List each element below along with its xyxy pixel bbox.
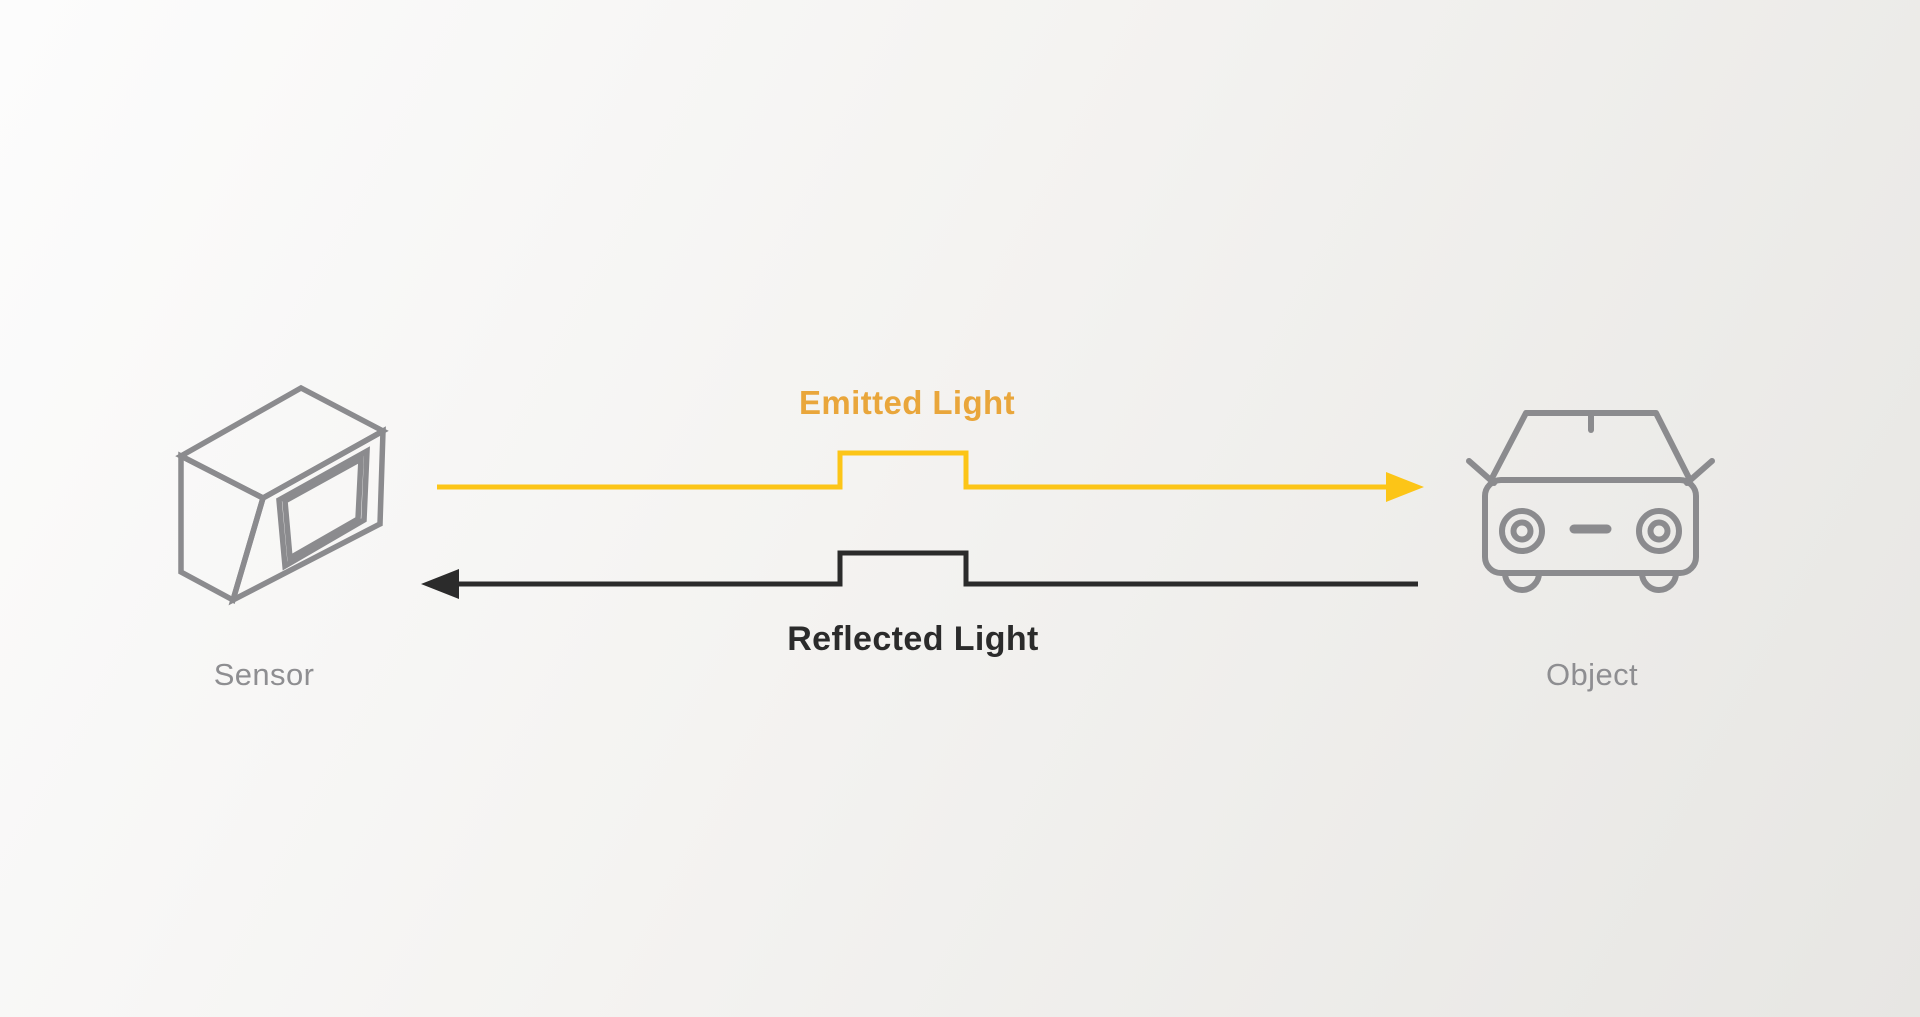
- sensor-left-face: [178, 451, 267, 605]
- sensor-front-face: [228, 426, 386, 606]
- lidar-sensor-box-icon: [175, 384, 389, 606]
- emitted-light-arrow: [437, 450, 1424, 502]
- car-right-mirror: [1684, 458, 1715, 486]
- object-label: Object: [1546, 657, 1638, 692]
- car-right-headlight: [1636, 508, 1682, 554]
- sensor-lens-window-outer: [276, 446, 370, 571]
- car-body: [1482, 477, 1699, 576]
- emitted-light-arrowhead: [1386, 472, 1424, 502]
- reflected-light-label: Reflected Light: [787, 620, 1039, 658]
- car-left-mirror: [1466, 458, 1497, 486]
- car-front-icon: [1466, 410, 1715, 593]
- emitted-light-label: Emitted Light: [798, 384, 1016, 421]
- sensor-lens-window-inner: [282, 454, 364, 563]
- car-right-wheel: [1639, 570, 1679, 593]
- sensor-top-face: [175, 384, 389, 502]
- car-left-headlight: [1499, 508, 1545, 554]
- car-left-headlight-inner: [1510, 519, 1534, 543]
- reflected-light-wave: [455, 550, 1418, 587]
- reflected-light-arrowhead: [421, 569, 459, 599]
- emitted-light-wave: [437, 450, 1390, 490]
- car-left-wheel: [1502, 570, 1542, 593]
- reflected-light-arrow: [421, 550, 1418, 599]
- car-right-headlight-inner: [1647, 519, 1671, 543]
- sensor-label: Sensor: [213, 657, 315, 692]
